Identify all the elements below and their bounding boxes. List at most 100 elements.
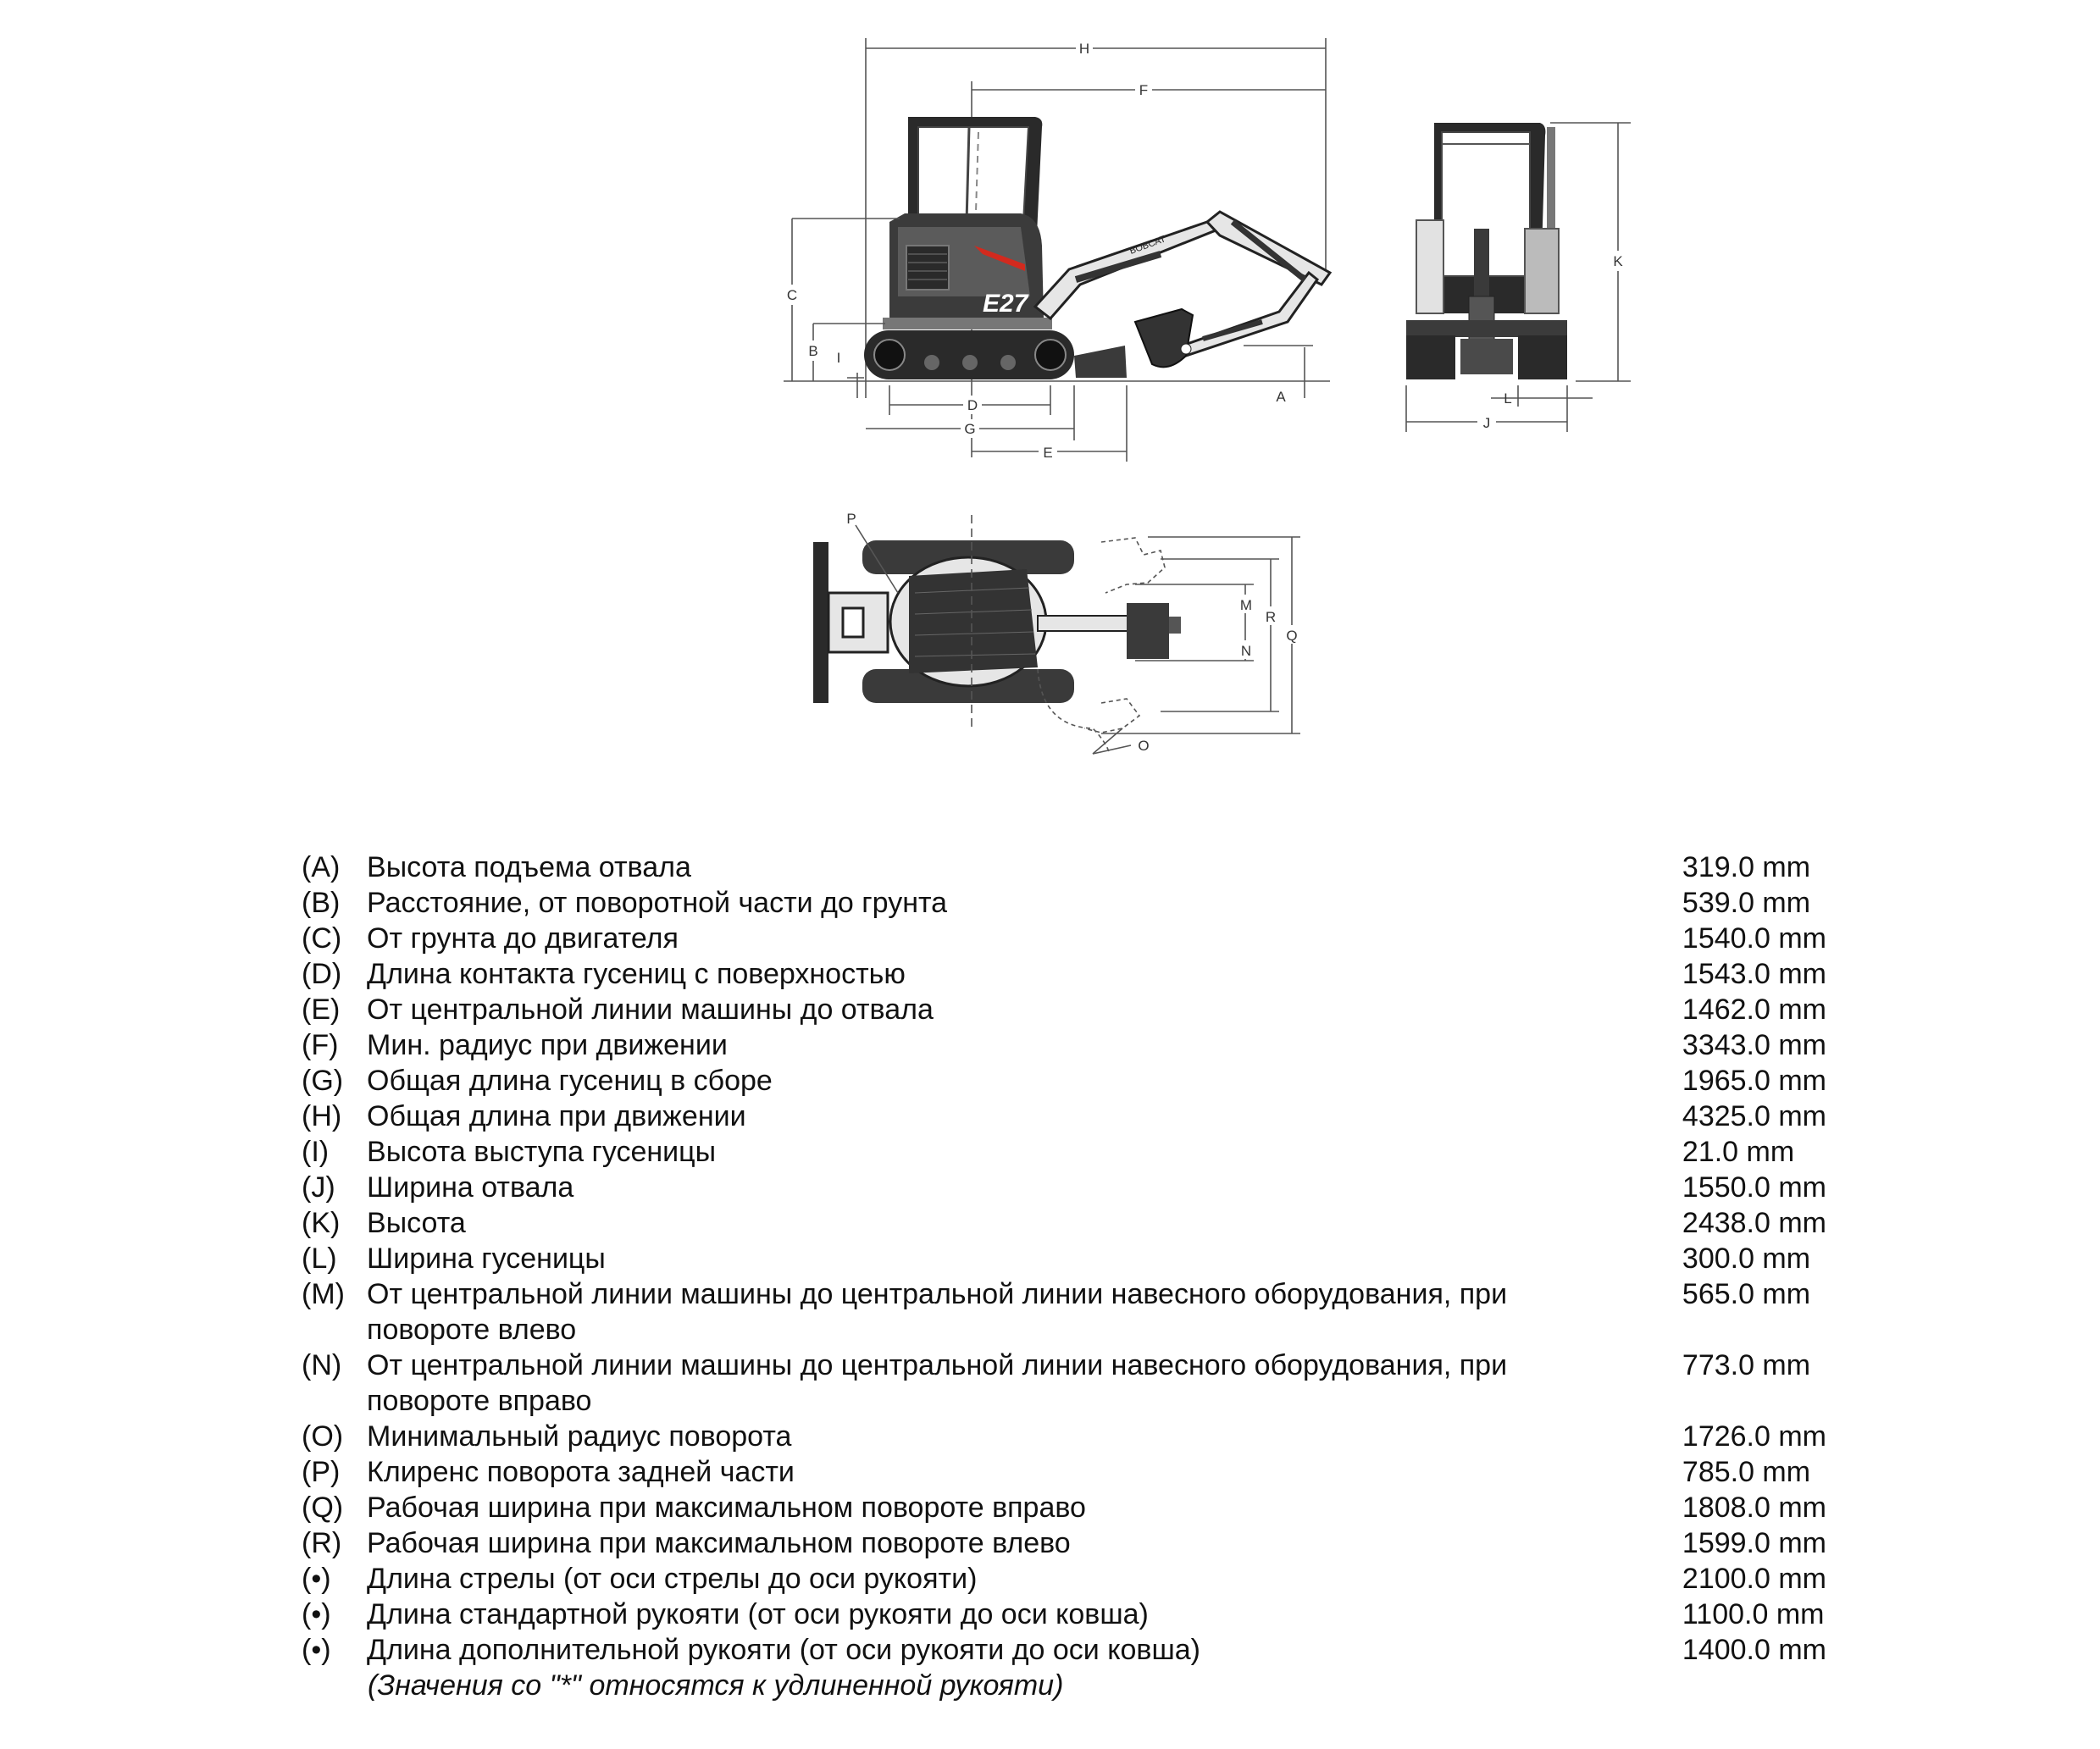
spec-row-p: (P) Клиренс поворота задней части 785.0 mm [302,1454,1826,1490]
spec-description: Минимальный радиус поворота [367,1420,792,1453]
spec-value: 1100.0 mm [1682,1598,1825,1630]
top-view-excavator: P M N R Q O [813,511,1301,755]
spec-description: Рабочая ширина при максимальном повороте… [367,1492,1086,1524]
spec-code: (C) [302,922,342,955]
spec-value: 1543.0 mm [1682,958,1826,990]
spec-code: (B) [302,887,341,919]
spec-description: От центральной линии машины до центральн… [367,1276,1682,1348]
dim-label-p: P [846,511,856,527]
spec-code: (K) [302,1207,341,1239]
spec-description: Рабочая ширина при максимальном повороте… [367,1527,1071,1559]
spec-value: 1965.0 mm [1682,1065,1826,1097]
spec-description-line: повороте вправо [367,1385,592,1417]
spec-row-d: (D)Длина контакта гусениц с поверхностью… [302,956,1826,992]
spec-description: Расстояние, от поворотной части до грунт… [367,887,948,919]
dim-label-q: Q [1286,628,1297,644]
spec-value: 21.0 mm [1682,1136,1795,1168]
spec-value: 2100.0 mm [1682,1563,1826,1595]
dim-label-b: B [808,343,817,359]
dim-label-f: F [1139,82,1148,98]
spec-description: Ширина гусеницы [367,1243,606,1275]
front-view-excavator: K L J [1405,122,1631,432]
spec-row-g: (G) Общая длина гусениц в сборе 1965.0 mm [302,1063,1826,1099]
dim-label-l: L [1504,390,1511,407]
dim-label-r: R [1266,609,1276,625]
dim-label-a: A [1276,389,1286,405]
spec-description: Высота [367,1207,466,1239]
dim-label-m: M [1240,597,1252,613]
spec-code: (D) [302,958,342,990]
dim-label-o: O [1138,738,1149,754]
spec-description: Общая длина при движении [367,1100,746,1132]
spec-code: (J) [302,1171,335,1204]
dim-label-n: N [1241,643,1251,659]
spec-code: (•) [302,1598,331,1630]
spec-row-boom-length: (•)Длина стрелы (от оси стрелы до оси ру… [302,1561,1826,1597]
spec-value: 319.0 mm [1682,851,1811,883]
spec-value: 1808.0 mm [1682,1492,1826,1524]
dim-label-c: C [787,287,797,303]
spec-value: 1462.0 mm [1682,993,1826,1026]
spec-description: Длина дополнительной рукояти (от оси рук… [367,1634,1200,1666]
spec-description-line: От центральной линии машины до центральн… [367,1278,1508,1310]
spec-row-r: (R) Рабочая ширина при максимальном повор… [302,1525,1826,1561]
spec-row-q: (Q)Рабочая ширина при максимальном повор… [302,1490,1826,1525]
dim-label-e: E [1043,445,1052,461]
spec-row-b: (B) Расстояние, от поворотной части до гр… [302,885,1826,921]
spec-value: 785.0 mm [1682,1456,1811,1488]
dim-label-d: D [967,397,978,413]
spec-description: Общая длина гусениц в сборе [367,1065,773,1097]
spec-description: От центральной линии машины до отвала [367,993,934,1026]
spec-value: 300.0 mm [1682,1243,1811,1275]
spec-row-c: (C) От грунта до двигателя 1540.0 mm [302,921,1826,956]
spec-value: 1540.0 mm [1682,922,1826,955]
spec-row-m: (M) От центральной линии машины до центра… [302,1276,1826,1348]
spec-code: (G) [302,1065,344,1097]
spec-row-e: (E) От центральной линии машины до отвала… [302,992,1826,1027]
spec-code: (M) [302,1278,345,1310]
spec-code: (R) [302,1527,342,1559]
spec-value: 1550.0 mm [1682,1171,1826,1204]
spec-description: Мин. радиус при движении [367,1029,728,1061]
spec-row-j: (J) Ширина отвала 1550.0 mm [302,1170,1826,1205]
spec-row-long-arm: (•) Длина дополнительной рукояти (от оси … [302,1632,1826,1668]
spec-description: Ширина отвала [367,1171,574,1204]
dim-label-h: H [1079,41,1089,57]
spec-value: 1400.0 mm [1682,1634,1826,1666]
spec-code: (F) [302,1029,339,1061]
spec-code: (A) [302,851,341,883]
spec-code: (O) [302,1420,344,1453]
dim-label-k: K [1613,253,1623,269]
spec-value: 773.0 mm [1682,1349,1811,1381]
spec-description: От грунта до двигателя [367,922,679,955]
side-view-excavator: H F E27 BOBCAT [782,38,1333,462]
dim-label-g: G [964,421,975,437]
footnote: (Значения со "*" относятся к удлиненной … [368,1669,1064,1702]
spec-value: 4325.0 mm [1682,1100,1826,1132]
spec-code: (•) [302,1634,331,1666]
dimension-drawings: H F E27 BOBCAT [782,38,1631,755]
spec-value: 539.0 mm [1682,887,1811,919]
model-badge: E27 [983,290,1029,318]
spec-code: (E) [302,993,341,1026]
dim-label-i: I [837,350,841,366]
spec-code: (•) [302,1563,331,1595]
spec-description-line: От центральной линии машины до центральн… [367,1349,1508,1381]
spec-code: (N) [302,1349,342,1381]
spec-code: (I) [302,1136,330,1168]
spec-description: Клиренс поворота задней части [367,1456,795,1488]
spec-value: 565.0 mm [1682,1278,1811,1310]
dim-label-j: J [1483,415,1491,431]
spec-description: Длина стандартной рукояти (от оси рукоят… [367,1598,1149,1630]
spec-row-n: (N) От центральной линии машины до центра… [302,1348,1826,1419]
spec-code: (P) [302,1456,341,1488]
spec-value: 1599.0 mm [1682,1527,1826,1559]
